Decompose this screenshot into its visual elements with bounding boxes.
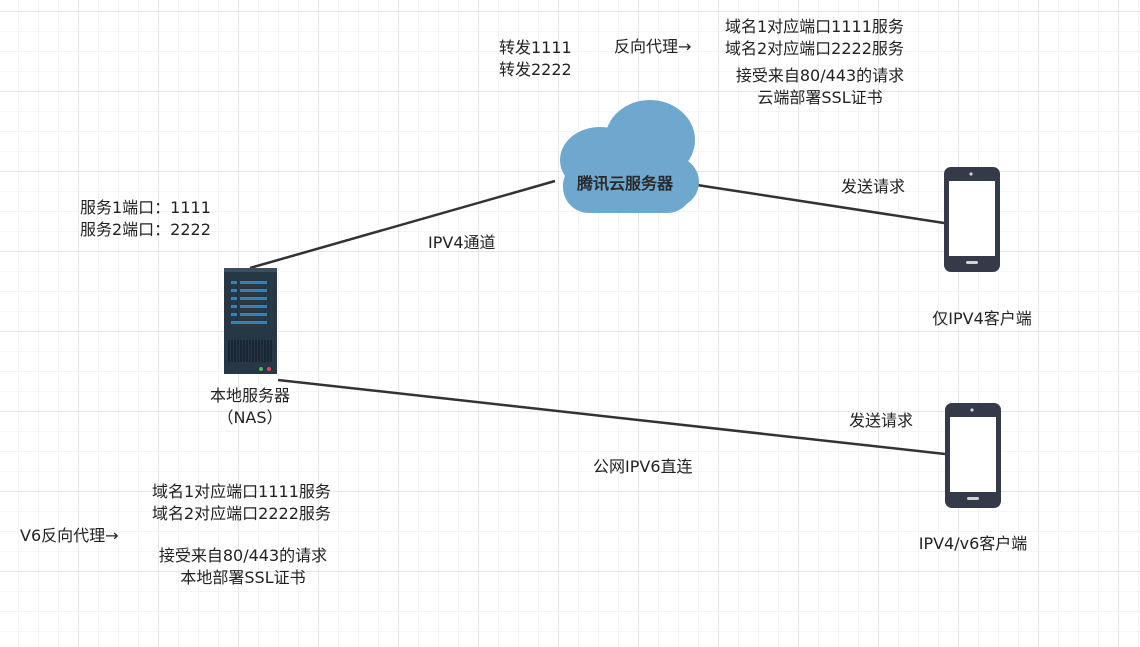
ipv4-tunnel-label: IPV4通道: [428, 233, 496, 252]
cloud-forward-1111: 转发1111: [499, 38, 572, 57]
ipv4-tunnel-line: [249, 179, 556, 270]
cloud-to-ipv4-client-line: [696, 183, 945, 225]
server-domain-2: 域名2对应端口2222服务: [152, 504, 331, 523]
server-domain-1: 域名1对应端口1111服务: [152, 482, 331, 501]
server-label-nas: （NAS）: [217, 408, 283, 427]
send-request-top-label: 发送请求: [841, 177, 906, 196]
server-port-1: 服务1端口：1111: [80, 198, 211, 217]
cloud-server-label: 腾讯云服务器: [577, 174, 674, 193]
cloud-icon: [560, 100, 699, 213]
server-label: 本地服务器: [209, 386, 290, 405]
server-icon: [224, 268, 277, 374]
ipv4-client-label: 仅IPV4客户端: [932, 309, 1032, 328]
dual-stack-client-label: IPV4/v6客户端: [918, 534, 1028, 553]
cloud-domain-2: 域名2对应端口2222服务: [725, 39, 904, 58]
cloud-domain-1: 域名1对应端口1111服务: [725, 17, 904, 36]
ipv4-phone-icon: [944, 167, 1000, 272]
server-accept-ports: 接受来自80/443的请求: [158, 546, 328, 565]
dual-stack-phone-icon: [945, 403, 1001, 508]
server-ssl-cert: 本地部署SSL证书: [180, 568, 306, 587]
v6-reverse-proxy: V6反向代理→: [20, 526, 119, 545]
cloud-reverse-proxy: 反向代理→: [614, 37, 692, 56]
cloud-forward-2222: 转发2222: [499, 60, 572, 79]
cloud-accept-ports: 接受来自80/443的请求: [735, 66, 905, 85]
cloud-ssl-cert: 云端部署SSL证书: [757, 88, 883, 107]
ipv6-direct-label: 公网IPV6直连: [593, 457, 693, 476]
server-port-2: 服务2端口：2222: [80, 220, 211, 239]
send-request-bottom-label: 发送请求: [849, 411, 914, 430]
ipv6-direct-line: [277, 378, 946, 456]
